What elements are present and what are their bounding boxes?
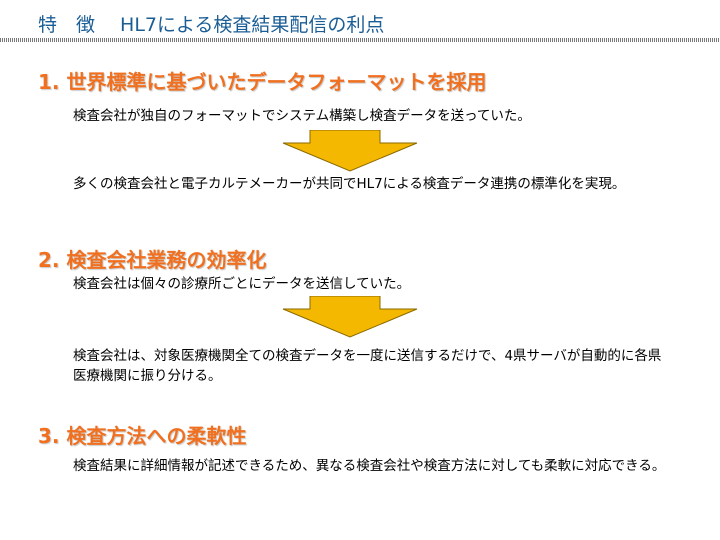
section-1-after-text: 多くの検査会社と電子カルテメーカーが共同でHL7による検査データ連携の標準化を実… <box>73 176 626 192</box>
section-1-heading: 1. 世界標準に基づいたデータフォーマットを採用 <box>38 70 487 94</box>
section-3-body-text: 検査結果に詳細情報が記述できるため、異なる検査会社や検査方法に対しても柔軟に対応… <box>73 458 666 474</box>
slide-title: 特 徴 HL7による検査結果配信の利点 <box>38 14 385 36</box>
section-2-heading: 2. 検査会社業務の効率化 <box>38 248 267 272</box>
down-arrow-icon <box>282 296 418 338</box>
section-2-before-text: 検査会社は個々の診療所ごとにデータを送信していた。 <box>73 276 411 292</box>
section-3-heading: 3. 検査方法への柔軟性 <box>38 424 247 448</box>
down-arrow-icon <box>282 130 418 172</box>
title-divider <box>0 38 720 42</box>
section-1-before-text: 検査会社が独自のフォーマットでシステム構築し検査データを送っていた。 <box>73 108 531 124</box>
section-2-after-text: 検査会社は、対象医療機関全ての検査データを一度に送信するだけで、4県サーバが自動… <box>73 348 662 384</box>
